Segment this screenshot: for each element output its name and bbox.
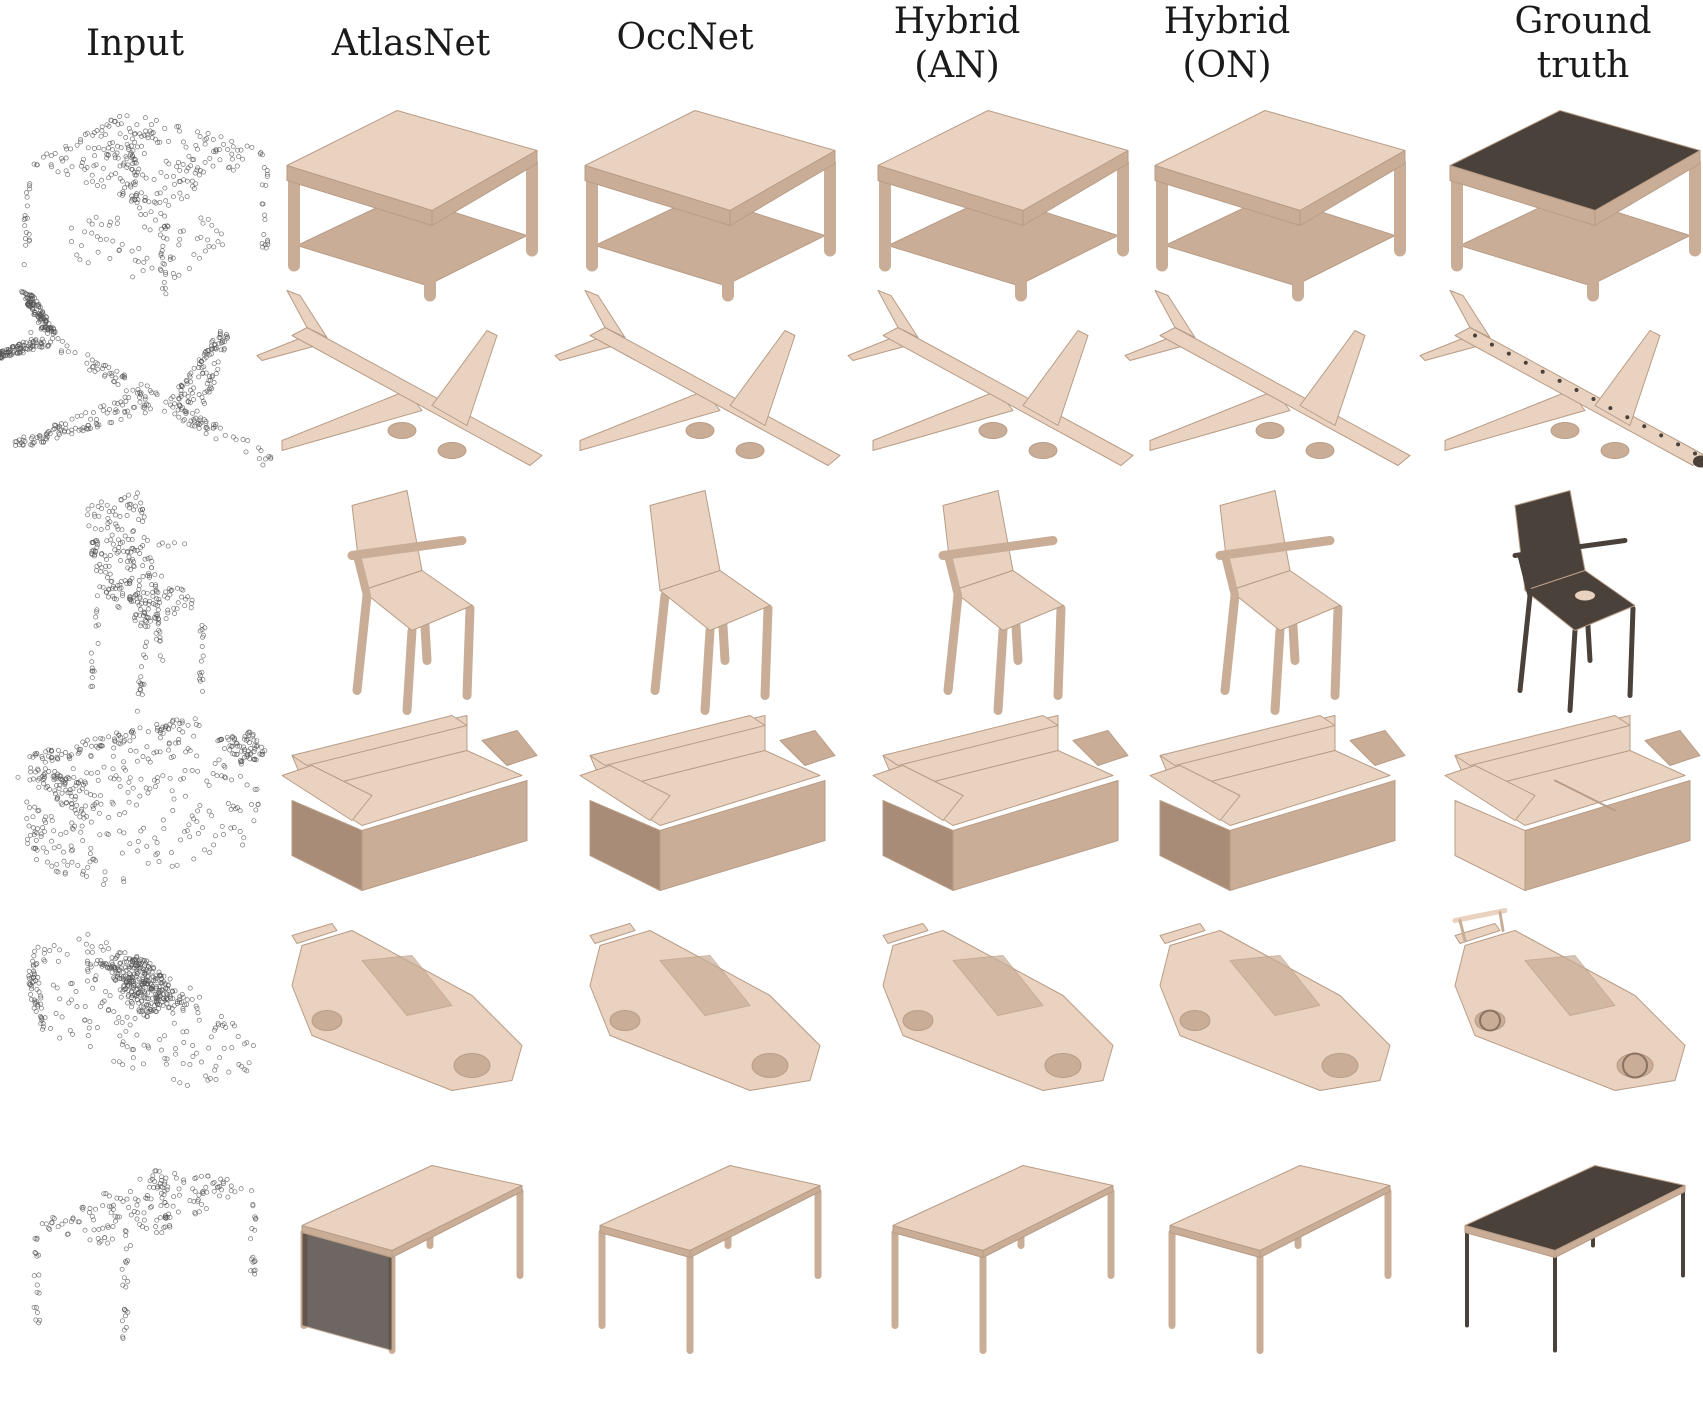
cell-airplane-occnet — [554, 289, 841, 466]
cell-car-hybrid-an — [882, 922, 1114, 1091]
header-occnet: OccNet — [570, 16, 800, 60]
header-ground-truth-line-2: truth — [1536, 45, 1630, 86]
header-atlasnet: AtlasNet — [296, 22, 526, 66]
header-hybrid-an-line-2: (AN) — [914, 45, 1000, 86]
cell-sofa-atlasnet — [281, 714, 538, 891]
cell-table-with-shelf-occnet — [584, 109, 836, 301]
cell-airplane-input — [0, 288, 274, 467]
cell-sofa-ground-truth — [1444, 714, 1701, 891]
cell-car-atlasnet — [291, 922, 523, 1091]
cell-sofa-occnet — [579, 714, 836, 891]
cell-table-with-shelf-hybrid-on — [1154, 109, 1406, 301]
cell-table-with-shelf-input — [21, 112, 271, 296]
header-hybrid-on: Hybrid (ON) — [1112, 0, 1342, 88]
cell-desk-atlasnet — [300, 1164, 524, 1354]
header-ground-truth-line-1: Ground — [1514, 1, 1652, 42]
cell-desk-occnet — [598, 1164, 822, 1354]
cell-airplane-hybrid-on — [1124, 289, 1411, 466]
header-hybrid-an: Hybrid (AN) — [842, 0, 1072, 88]
cell-car-ground-truth — [1452, 907, 1686, 1091]
header-ground-truth: Ground truth — [1468, 0, 1698, 88]
cell-car-input — [26, 931, 256, 1088]
header-input: Input — [20, 22, 250, 66]
header-hybrid-on-line-2: (ON) — [1182, 45, 1272, 86]
cell-sofa-hybrid-an — [872, 714, 1129, 891]
cell-car-hybrid-on — [1159, 922, 1391, 1091]
cell-table-with-shelf-hybrid-an — [877, 109, 1129, 301]
cell-airplane-ground-truth — [1419, 289, 1703, 467]
header-atlasnet-line-1: AtlasNet — [331, 23, 491, 64]
cell-desk-hybrid-on — [1168, 1164, 1392, 1354]
cell-chair-hybrid-on — [1215, 489, 1343, 715]
cell-chair-atlasnet — [347, 489, 475, 715]
cell-chair-occnet — [649, 489, 773, 715]
header-hybrid-an-line-1: Hybrid — [893, 1, 1021, 42]
cell-table-with-shelf-atlasnet — [286, 109, 538, 301]
cell-chair-ground-truth — [1512, 489, 1636, 713]
cell-desk-ground-truth — [1464, 1164, 1686, 1352]
cell-sofa-input — [15, 715, 268, 887]
cell-table-with-shelf-ground-truth — [1449, 109, 1701, 301]
cell-sofa-hybrid-on — [1149, 714, 1406, 891]
cell-desk-hybrid-an — [891, 1164, 1115, 1354]
header-input-line-1: Input — [85, 23, 185, 64]
cell-chair-input — [85, 490, 208, 714]
cell-desk-input — [31, 1167, 259, 1341]
header-occnet-line-1: OccNet — [616, 17, 754, 58]
cell-airplane-atlasnet — [256, 289, 543, 466]
header-hybrid-on-line-1: Hybrid — [1163, 1, 1291, 42]
cell-airplane-hybrid-an — [847, 289, 1134, 466]
cell-chair-hybrid-an — [938, 489, 1066, 715]
cell-car-occnet — [589, 922, 821, 1091]
